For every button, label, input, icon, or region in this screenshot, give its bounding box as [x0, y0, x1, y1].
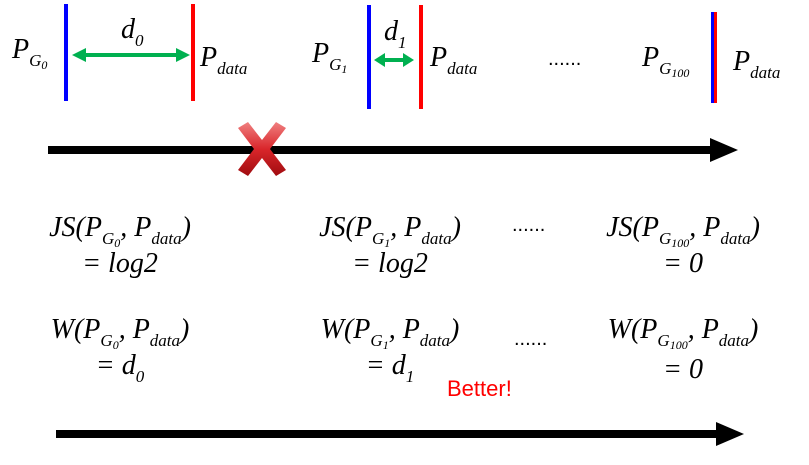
- data-line-100: [714, 12, 717, 103]
- pdata-label-1: Pdata: [430, 42, 478, 78]
- data-line-0: [191, 4, 195, 101]
- generator-line-1: [367, 5, 371, 109]
- w-g100: W(PG100, Pdata): [607, 314, 759, 352]
- better-note: Better!: [447, 376, 512, 401]
- generator-line-0: [64, 4, 68, 101]
- ellipsis-w: ......: [514, 328, 548, 350]
- ellipsis-js: ......: [512, 214, 546, 236]
- ellipsis-top: ......: [548, 48, 582, 70]
- data-line-1: [419, 5, 423, 109]
- js-g0-value: = log2: [82, 248, 158, 279]
- pg0-label: PG0: [12, 34, 48, 72]
- distance-d0: d0: [121, 14, 144, 50]
- js-g1: JS(PG1, Pdata): [319, 212, 461, 250]
- w-g0-value: = d0: [95, 350, 145, 386]
- distance-arrow-1: [374, 53, 414, 67]
- cross-icon: [238, 122, 286, 176]
- w-g1-value: = d1: [365, 350, 415, 386]
- js-g0: JS(PG0, Pdata): [49, 212, 191, 250]
- pg100-label: PG100: [642, 42, 690, 80]
- pdata-label-100: Pdata: [733, 46, 781, 82]
- distance-arrow-0: [72, 48, 190, 62]
- js-g1-value: = log2: [352, 248, 428, 279]
- pg1-label: PG1: [312, 38, 348, 76]
- js-g100: JS(PG100, Pdata): [606, 212, 760, 250]
- js-g100-value: = 0: [663, 248, 703, 279]
- generator-line-100: [711, 12, 714, 103]
- w-g0: W(PG0, Pdata): [50, 314, 190, 352]
- pdata-label-0: Pdata: [200, 42, 248, 78]
- w-g1: W(PG1, Pdata): [320, 314, 460, 352]
- progress-arrow-bottom: [56, 422, 744, 446]
- w-g100-value: = 0: [663, 354, 703, 385]
- distance-d1: d1: [384, 16, 407, 52]
- progress-arrow-top: [48, 138, 738, 162]
